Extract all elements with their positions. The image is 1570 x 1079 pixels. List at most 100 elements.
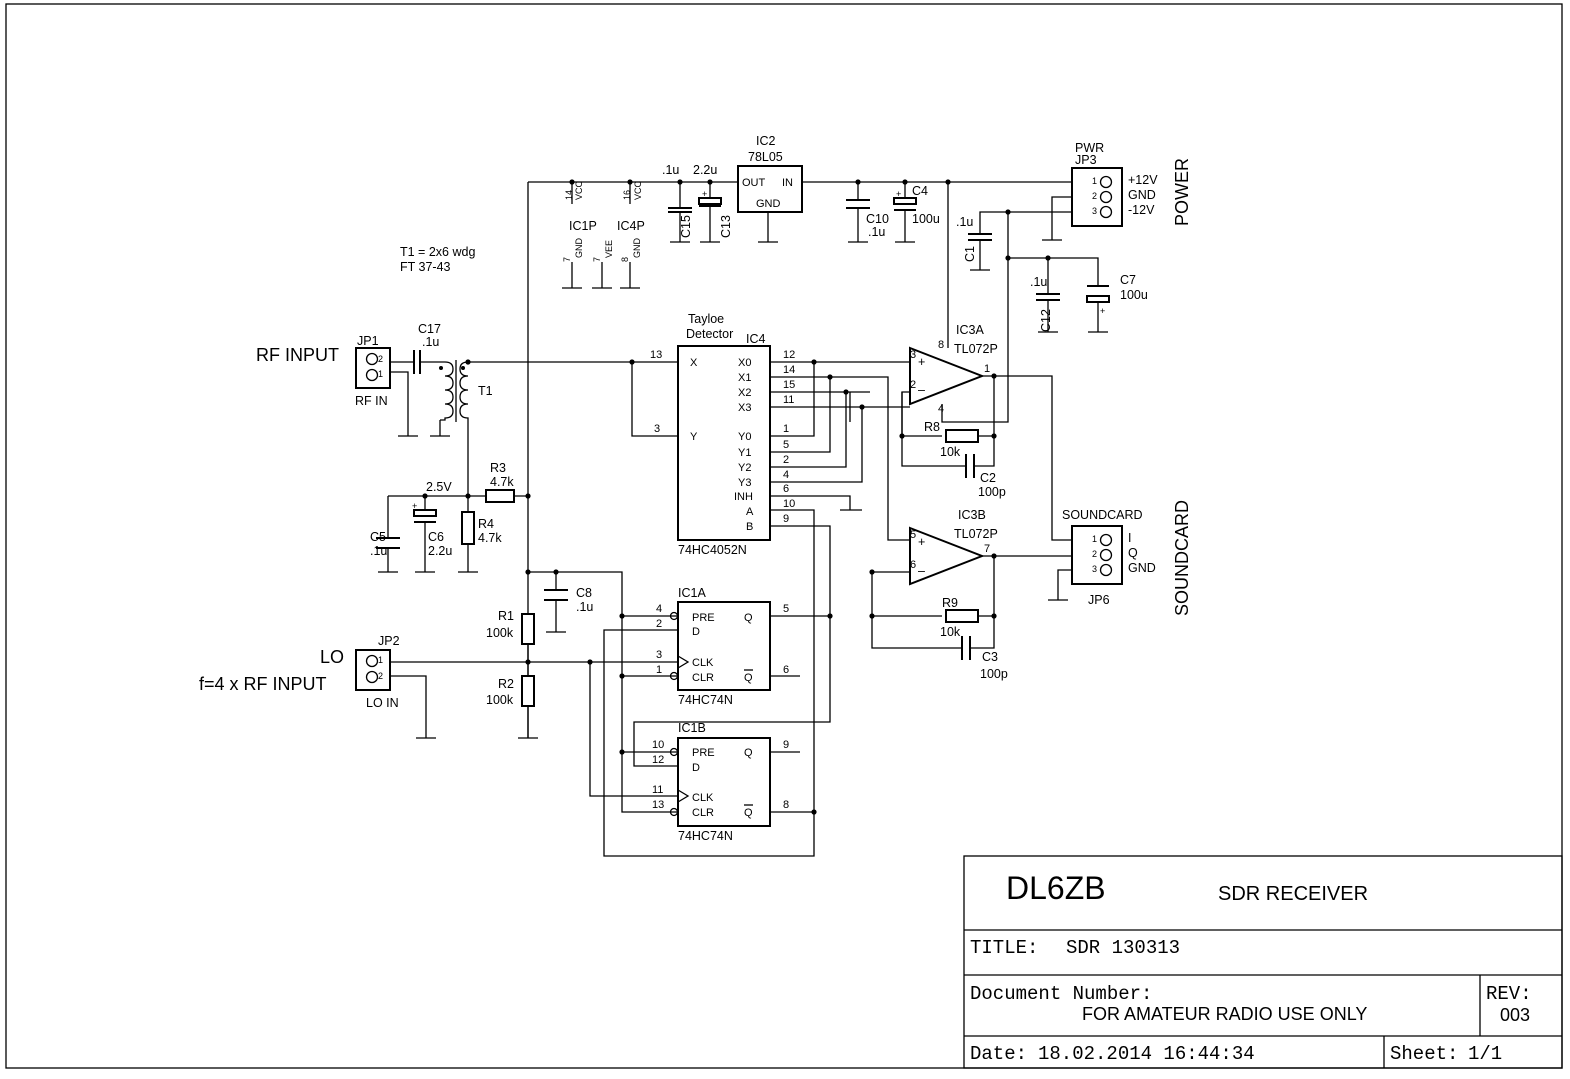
svg-text:2: 2 <box>378 671 383 681</box>
svg-text:R8: R8 <box>924 420 940 434</box>
svg-text:R1: R1 <box>498 609 514 623</box>
svg-text:X0: X0 <box>738 357 751 369</box>
svg-text:+: + <box>918 535 925 549</box>
svg-text:TL072P: TL072P <box>954 342 998 356</box>
r9-resistor: R9 10k <box>940 596 979 639</box>
c7-capacitor: + C7 100u <box>1086 273 1148 316</box>
svg-text:IC1B: IC1B <box>678 721 706 735</box>
svg-text:3: 3 <box>656 649 662 661</box>
svg-text:–: – <box>918 564 925 578</box>
svg-text:PRE: PRE <box>692 612 715 624</box>
t1-transformer: T1 <box>439 360 493 422</box>
svg-text:2.2u: 2.2u <box>428 544 452 558</box>
svg-text:R3: R3 <box>490 461 506 475</box>
ic4-mux: Tayloe Detector IC4 74HC4052N X Y X0 X1 … <box>650 312 795 557</box>
svg-text:8: 8 <box>938 339 944 351</box>
svg-text:2: 2 <box>1092 549 1097 559</box>
svg-text:100u: 100u <box>1120 288 1148 302</box>
project-name: SDR RECEIVER <box>1218 883 1368 905</box>
svg-text:10: 10 <box>652 739 664 751</box>
svg-text:1: 1 <box>1092 176 1097 186</box>
svg-text:X3: X3 <box>738 402 751 414</box>
svg-text:8: 8 <box>783 799 789 811</box>
sheet-frame <box>5 3 1563 1069</box>
svg-text:IN: IN <box>782 177 793 189</box>
svg-text:74HC74N: 74HC74N <box>678 829 733 843</box>
svg-text:IC4: IC4 <box>746 332 766 346</box>
svg-text:6: 6 <box>783 664 789 676</box>
svg-text:T1: T1 <box>478 384 493 398</box>
jp1-name: RF IN <box>355 394 388 408</box>
author-label: DL6ZB <box>1006 870 1106 906</box>
ic3b-opamp: +– IC3B TL072P 567 <box>909 508 998 586</box>
title-label: TITLE: <box>970 937 1038 959</box>
svg-text:7: 7 <box>562 257 572 262</box>
svg-text:Y: Y <box>690 431 698 443</box>
lo-label: LO <box>320 647 344 667</box>
svg-text:VCC: VCC <box>574 180 584 200</box>
svg-text:11: 11 <box>783 394 794 406</box>
svg-text:IC3A: IC3A <box>956 323 984 337</box>
svg-text:+12V: +12V <box>1128 173 1158 187</box>
r1-resistor: R1 100k <box>486 609 535 645</box>
svg-text:IC1A: IC1A <box>678 586 706 600</box>
r3-resistor: R3 4.7k <box>485 461 515 503</box>
svg-text:IC2: IC2 <box>756 134 776 148</box>
svg-text:C2: C2 <box>980 471 996 485</box>
svg-text:SOUNDCARD: SOUNDCARD <box>1062 508 1143 522</box>
svg-text:CLK: CLK <box>692 792 714 804</box>
power-label: POWER <box>1172 158 1192 226</box>
svg-text:C13: C13 <box>719 215 733 238</box>
svg-text:+: + <box>918 355 925 369</box>
svg-text:R9: R9 <box>942 596 958 610</box>
svg-text:VEE: VEE <box>604 240 614 258</box>
v25-label: 2.5V <box>426 480 452 494</box>
svg-text:.1u: .1u <box>576 600 593 614</box>
wires <box>378 181 1108 857</box>
c10-capacitor: C10 .1u <box>846 199 889 239</box>
svg-text:Y2: Y2 <box>738 462 751 474</box>
svg-text:B: B <box>746 521 753 533</box>
svg-text:+: + <box>702 189 707 199</box>
sheet-label: Sheet: <box>1390 1043 1458 1065</box>
svg-text:5: 5 <box>910 529 916 541</box>
svg-text:11: 11 <box>652 784 663 796</box>
svg-text:JP3: JP3 <box>1075 153 1097 167</box>
svg-text:C6: C6 <box>428 530 444 544</box>
svg-text:C5: C5 <box>370 530 386 544</box>
svg-text:X2: X2 <box>738 387 751 399</box>
svg-text:6: 6 <box>910 559 916 571</box>
svg-text:10k: 10k <box>940 445 961 459</box>
svg-text:+: + <box>412 501 417 511</box>
jp3-power-connector: 123 PWR JP3 +12V GND -12V <box>1071 141 1158 227</box>
svg-text:100p: 100p <box>978 485 1006 499</box>
svg-text:74HC4052N: 74HC4052N <box>678 543 747 557</box>
svg-text:.1u: .1u <box>1030 275 1047 289</box>
svg-text:1: 1 <box>378 655 383 665</box>
svg-text:2: 2 <box>783 454 789 466</box>
svg-text:R2: R2 <box>498 677 514 691</box>
svg-text:OUT: OUT <box>742 177 766 189</box>
c15-capacitor: C15 .1u <box>662 163 693 238</box>
r4-resistor: R4 4.7k <box>461 511 502 545</box>
svg-text:74HC74N: 74HC74N <box>678 693 733 707</box>
ic3a-opamp: +– IC3A TL072P 32 184 <box>909 323 998 415</box>
svg-text:C7: C7 <box>1120 273 1136 287</box>
date-value: 18.02.2014 16:44:34 <box>1038 1043 1255 1065</box>
svg-text:C3: C3 <box>982 650 998 664</box>
svg-text:C12: C12 <box>1039 309 1053 332</box>
svg-text:VCC: VCC <box>633 180 643 200</box>
svg-text:13: 13 <box>652 799 664 811</box>
jp6-soundcard-connector: 123 SOUNDCARD JP6 I Q GND <box>1062 508 1156 607</box>
svg-text:3: 3 <box>1092 564 1097 574</box>
rev-value: 003 <box>1500 1005 1530 1025</box>
svg-text:X: X <box>690 357 698 369</box>
svg-text:2.2u: 2.2u <box>693 163 717 177</box>
t1-note-2: FT 37-43 <box>400 260 451 274</box>
ic-power-symbols: 14 VCC 16 VCC IC1P IC4P 7 GND 7 VEE 8 GN… <box>562 180 645 262</box>
svg-text:INH: INH <box>734 491 753 503</box>
svg-text:Q: Q <box>744 807 753 819</box>
svg-text:–: – <box>918 383 925 397</box>
svg-text:+: + <box>896 189 901 199</box>
